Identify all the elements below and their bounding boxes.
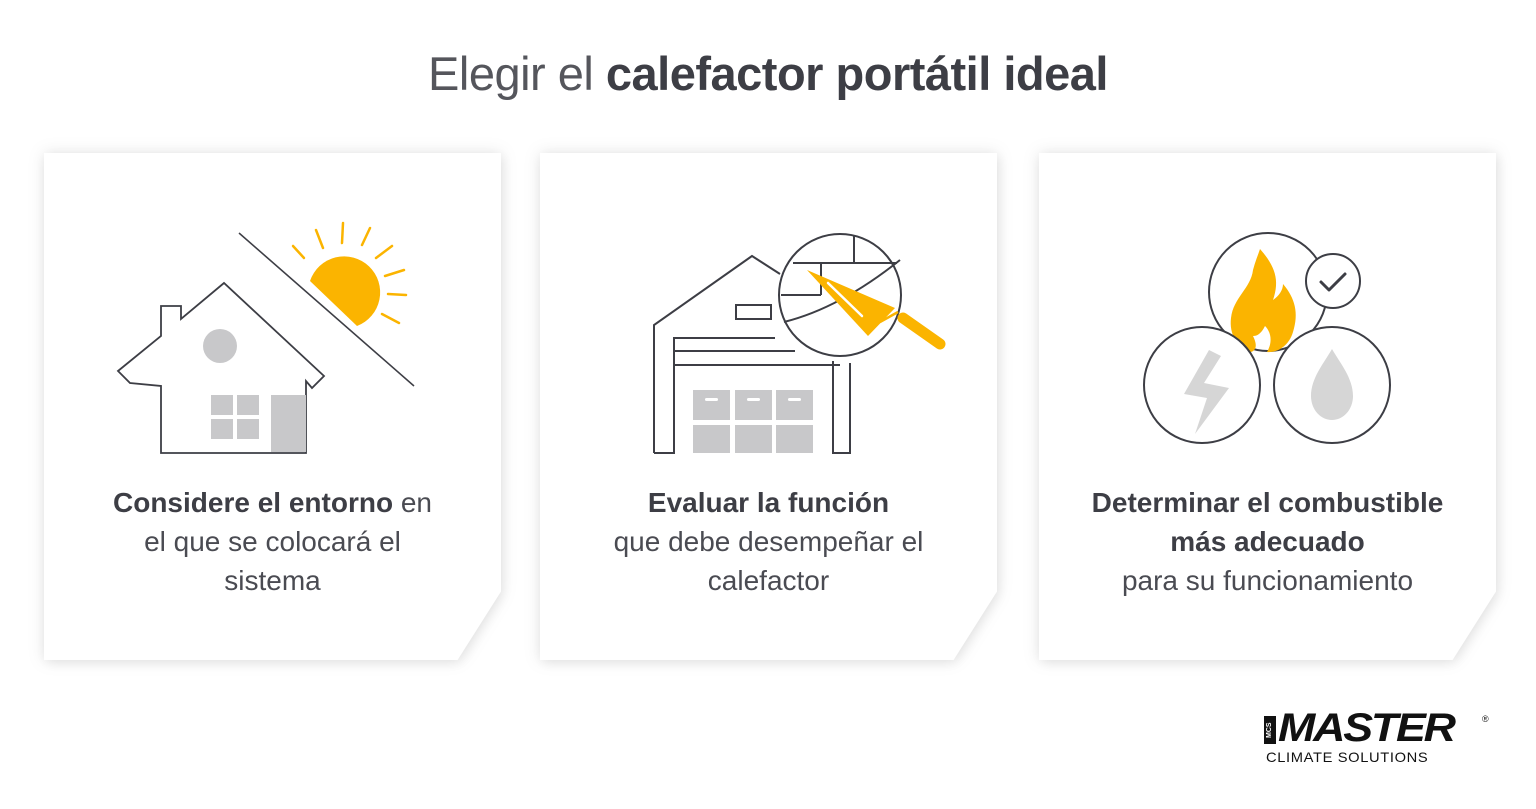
logo-badge: MCS — [1264, 716, 1276, 744]
caption-line: el que se colocará el — [144, 526, 401, 557]
logo-tagline: CLIMATE SOLUTIONS — [1266, 749, 1429, 765]
caption-bold: Evaluar la función — [647, 487, 890, 518]
check-icon — [1319, 272, 1347, 292]
page-title: Elegir el calefactor portátil ideal — [0, 44, 1536, 104]
droplet-icon — [1311, 349, 1353, 420]
caption-line: calefactor — [707, 565, 830, 596]
house-sun-icon — [116, 221, 415, 454]
caption-light: en — [393, 487, 432, 518]
lightning-icon — [1184, 350, 1229, 434]
flame-icon — [1230, 249, 1296, 353]
card-function-caption: Evaluar la función que debe desempeñar e… — [540, 483, 997, 600]
caption-line: que debe desempeñar el — [613, 526, 924, 557]
card-environment: Considere el entorno en el que se coloca… — [44, 153, 501, 660]
garage-trowel-magnifier-icon — [653, 233, 946, 454]
logo-brand: MASTER — [1278, 706, 1456, 750]
page-title-light: Elegir el — [428, 47, 606, 100]
page-title-bold: calefactor portátil ideal — [605, 47, 1109, 100]
card-function: Evaluar la función que debe desempeñar e… — [540, 153, 997, 660]
card-fuel: Determinar el combustible más adecuado p… — [1039, 153, 1496, 660]
card-environment-caption: Considere el entorno en el que se coloca… — [44, 483, 501, 600]
brand-logo: MCS MASTER ® CLIMATE SOLUTIONS — [1264, 708, 1494, 768]
caption-bold: Considere el entorno — [113, 487, 394, 518]
caption-line: para su funcionamiento — [1121, 565, 1414, 596]
logo-registered: ® — [1482, 714, 1489, 724]
caption-line: sistema — [224, 565, 321, 596]
card-fuel-caption: Determinar el combustible más adecuado p… — [1039, 483, 1496, 600]
caption-bold: Determinar el combustible — [1091, 487, 1444, 518]
caption-bold: más adecuado — [1170, 526, 1365, 557]
fuel-options-icon — [1143, 232, 1391, 444]
